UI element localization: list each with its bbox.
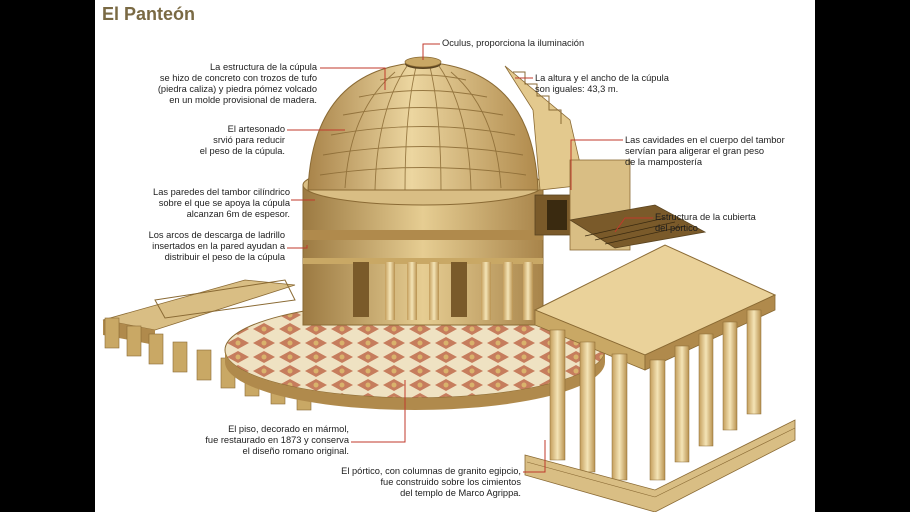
- page-title: El Panteón: [102, 4, 196, 24]
- pantheon-cutaway-illustration: [102, 43, 796, 512]
- label-portico: El pórtico, con columnas de granito egip…: [341, 466, 521, 498]
- label-floor: El piso, decorado en mármol, fue restaur…: [205, 424, 349, 456]
- label-portico-roof: Estructura de la cubierta del pórtico: [655, 212, 756, 233]
- label-coffers: El artesonado srvió para reducir el peso…: [199, 124, 285, 156]
- label-brick-arches: Los arcos de descarga de ladrillo insert…: [148, 230, 285, 262]
- dome: [307, 56, 539, 191]
- label-dome-height: La altura y el ancho de la cúpula son ig…: [535, 73, 669, 94]
- leader-lines: [287, 43, 653, 473]
- label-cavities: Las cavidades en el cuerpo del tambor se…: [625, 135, 785, 167]
- label-drum-walls: Las paredes del tambor cilíndrico sobre …: [153, 187, 290, 219]
- portico-roof: [568, 204, 707, 249]
- portico: [524, 244, 796, 512]
- label-oculus: Oculus, proporciona la iluminación: [442, 38, 585, 48]
- label-dome-structure: La estructura de la cúpula se hizo de co…: [157, 62, 317, 105]
- illustration-panel: El Panteón Oculus, proporciona la ilumin…: [95, 0, 815, 512]
